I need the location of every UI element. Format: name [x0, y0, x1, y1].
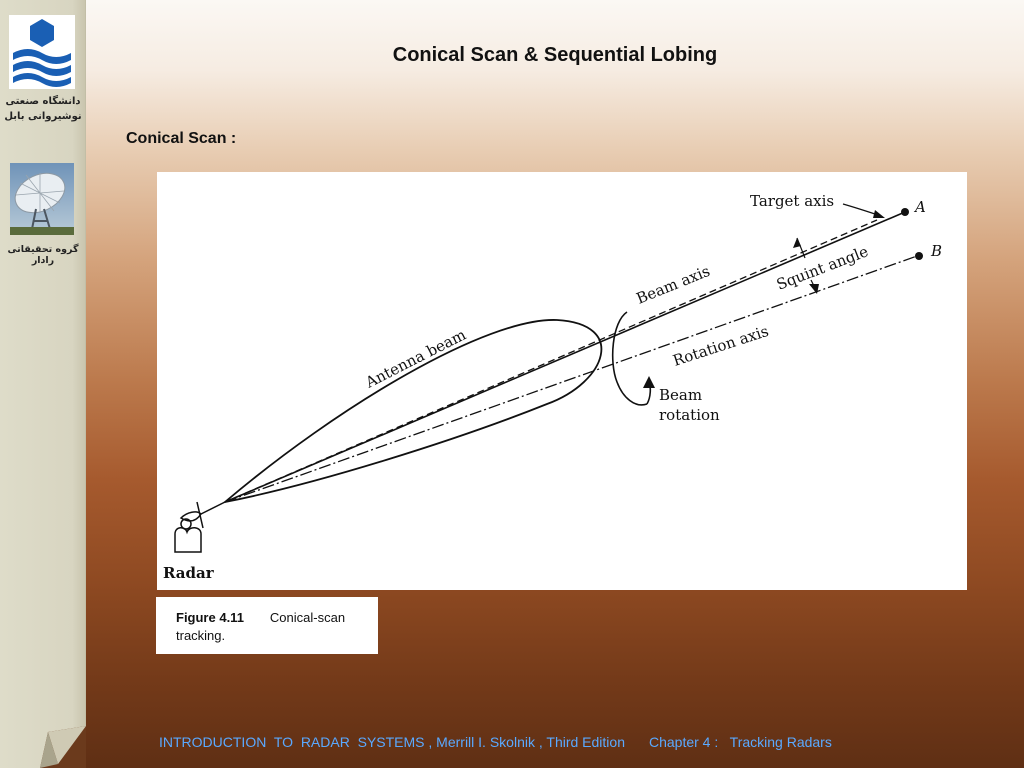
- radar-dish-photo: [10, 163, 74, 235]
- page-curl-decoration: [40, 726, 86, 768]
- figure-lines: [174, 203, 918, 553]
- point-b-marker: [915, 252, 923, 260]
- radar-label: Radar: [163, 564, 215, 582]
- beam-axis-line: [224, 219, 878, 503]
- caption-text-line1: Conical-scan: [269, 610, 346, 625]
- beam-rotation-label-line2: rotation: [659, 406, 720, 424]
- university-name-line2: نوشیروانی بابل: [4, 111, 82, 122]
- point-a-marker: [901, 208, 909, 216]
- sidebar: دانشگاه صنعتی نوشیروانی بابل گروه تحقیقا…: [0, 0, 86, 768]
- university-name-line1: دانشگاه صنعتی: [5, 96, 81, 107]
- slide-title: Conical Scan & Sequential Lobing: [392, 44, 718, 66]
- radar-antenna-icon: [174, 501, 226, 553]
- caption-number: Figure 4.11: [176, 610, 244, 625]
- beam-rotation-arrow: [611, 311, 648, 406]
- antenna-beam-label: Antenna beam: [362, 326, 469, 392]
- beam-axis-label: Beam axis: [634, 262, 713, 308]
- rotation-axis-label: Rotation axis: [671, 322, 771, 370]
- footer-chapter: Chapter 4 : Tracking Radars: [648, 734, 832, 750]
- rotation-axis-line: [224, 255, 918, 503]
- point-b-label: B: [930, 242, 942, 260]
- university-logo: [9, 15, 75, 89]
- footer-reference: INTRODUCTION TO RADAR SYSTEMS , Merrill …: [159, 734, 625, 750]
- target-axis-line: [224, 211, 906, 503]
- point-a-label: A: [913, 198, 926, 216]
- research-group-name: گروه تحقیقاتی رادار: [7, 244, 79, 266]
- footer: INTRODUCTION TO RADAR SYSTEMS , Merrill …: [159, 734, 832, 750]
- antenna-beam-lobe: [221, 319, 603, 504]
- figure-caption: Figure 4.11 Conical-scan tracking.: [156, 597, 378, 654]
- target-axis-label: Target axis: [750, 192, 834, 210]
- conical-scan-figure: Target axis A B Beam axis Squint angle A…: [157, 172, 967, 590]
- section-heading: Conical Scan :: [126, 130, 237, 147]
- squint-angle-label: Squint angle: [774, 242, 871, 293]
- beam-rotation-label-line1: Beam: [659, 386, 702, 404]
- university-name: دانشگاه صنعتی نوشیروانی بابل: [0, 94, 86, 124]
- caption-text-line2: tracking.: [176, 628, 226, 643]
